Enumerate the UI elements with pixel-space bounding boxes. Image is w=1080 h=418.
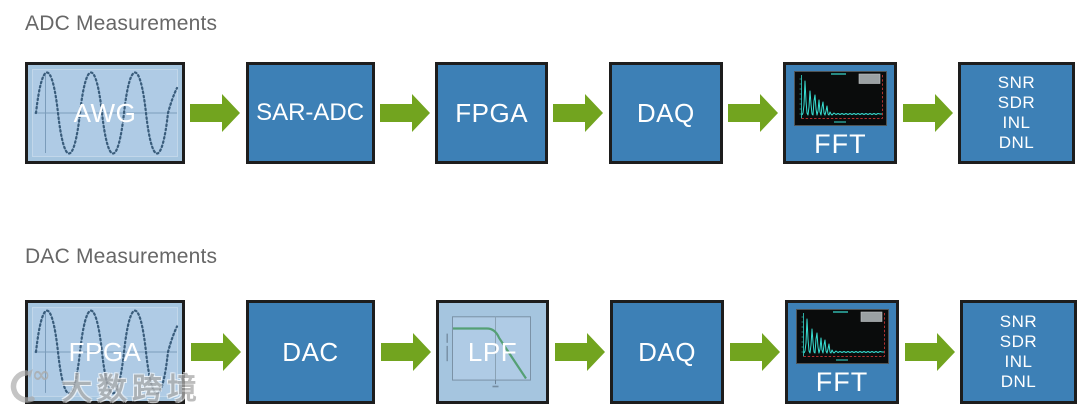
block-fft: FFT <box>785 300 899 404</box>
block-label-daq: DAQ <box>636 97 695 128</box>
flow-arrow-icon <box>728 93 778 133</box>
section-title-dac: DAC Measurements <box>25 245 218 268</box>
result-sdr: SDR <box>997 93 1036 112</box>
fft-spectrum-display-icon <box>794 71 887 126</box>
block-label-fft: FFT <box>814 129 867 159</box>
block-awg: AWG <box>25 62 185 164</box>
flow-arrow-icon <box>553 93 603 133</box>
result-inl: INL <box>1002 113 1031 132</box>
block-label-fpga-source: FPGA <box>68 336 142 367</box>
block-fpga: FPGA <box>435 62 549 164</box>
section-title-adc: ADC Measurements <box>25 12 218 35</box>
block-dac: DAC <box>246 300 375 404</box>
dac-flow-chain: FPGA DAC LPF DAQ FFT SNR SDR INL DNL <box>25 300 1077 404</box>
block-daq: DAQ <box>610 300 724 404</box>
flow-arrow-icon <box>380 93 430 133</box>
flow-arrow-icon <box>903 93 953 133</box>
flow-arrow-icon <box>381 332 431 372</box>
block-results: SNR SDR INL DNL <box>960 300 1077 404</box>
result-snr: SNR <box>999 312 1038 331</box>
block-label-dac: DAC <box>282 336 339 367</box>
block-fpga-source: FPGA <box>25 300 185 404</box>
flow-arrow-icon <box>191 332 241 372</box>
block-label-fpga: FPGA <box>455 97 529 128</box>
result-dnl: DNL <box>998 133 1035 152</box>
block-fft: FFT <box>783 62 898 164</box>
block-lpf: LPF <box>436 300 549 404</box>
block-sar-adc: SAR-ADC <box>245 62 375 164</box>
result-dnl: DNL <box>1000 372 1037 391</box>
flow-arrow-icon <box>190 93 240 133</box>
block-daq: DAQ <box>608 62 723 164</box>
flow-arrow-icon <box>905 332 955 372</box>
block-label-fft: FFT <box>815 367 869 397</box>
adc-flow-chain: AWG SAR-ADC FPGA DAQ FFT SNR SDR INL DNL <box>25 62 1075 164</box>
block-label-lpf: LPF <box>467 336 518 367</box>
result-sdr: SDR <box>999 332 1038 351</box>
result-snr: SNR <box>997 73 1036 92</box>
flow-arrow-icon <box>555 332 605 372</box>
block-label-sar-adc: SAR-ADC <box>256 99 365 126</box>
block-results: SNR SDR INL DNL <box>957 62 1075 164</box>
flow-arrow-icon <box>730 332 780 372</box>
block-label-daq: DAQ <box>638 336 696 367</box>
result-inl: INL <box>1004 352 1033 371</box>
fft-spectrum-display-icon <box>796 309 889 364</box>
block-label-awg: AWG <box>73 97 137 128</box>
